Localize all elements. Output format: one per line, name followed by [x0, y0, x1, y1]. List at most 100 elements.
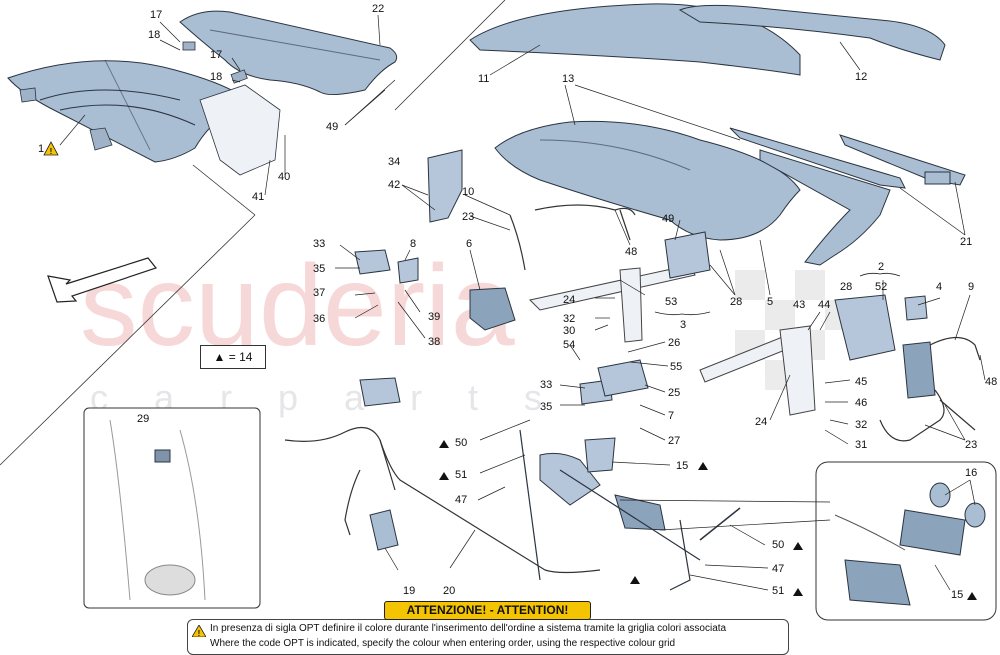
callout-51: 51 [455, 469, 467, 481]
callout-38: 38 [428, 336, 440, 348]
callout-29: 29 [137, 413, 149, 425]
legend-triangle-icon: ▲ [213, 350, 226, 364]
inset-seatbelt-detail [83, 407, 261, 609]
part-rear-panel [678, 4, 946, 61]
callout-52: 52 [875, 281, 887, 293]
callout-6: 6 [466, 238, 472, 250]
svg-text:!: ! [50, 147, 53, 156]
callout-47: 47 [455, 494, 467, 506]
part-bracket-28 [664, 231, 928, 361]
callout-16: 16 [965, 467, 977, 479]
callout-2: 2 [878, 261, 884, 273]
group-brackets [654, 272, 901, 316]
warning-text-italian: In presenza di sigla OPT definire il col… [210, 623, 727, 634]
callout-15: 15 [676, 460, 688, 472]
callout-28: 28 [730, 296, 742, 308]
callout-23: 23 [462, 211, 474, 223]
part-headliner [494, 120, 801, 241]
callout-5: 5 [767, 296, 773, 308]
part-hinge-brackets [19, 41, 281, 176]
callout-42: 42 [388, 179, 400, 191]
callout-labels: 1 17 18 17 18 22 49 40 41 11 12 13 21 34… [38, 3, 997, 601]
triangle-markers [439, 440, 977, 600]
callout-48: 48 [985, 376, 997, 388]
part-cables [284, 204, 981, 574]
callout-18: 18 [148, 29, 160, 41]
callout-27: 27 [668, 435, 680, 447]
callout-7: 7 [668, 410, 674, 422]
part-9-control [902, 341, 936, 399]
callout-12: 12 [855, 71, 867, 83]
callout-49: 49 [662, 213, 674, 225]
callout-45: 45 [855, 376, 867, 388]
callout-55: 55 [670, 361, 682, 373]
callout-24: 24 [755, 416, 767, 428]
callout-41: 41 [252, 191, 264, 203]
leader-lines [59, 14, 986, 591]
overview-frame [0, 0, 506, 466]
callout-43: 43 [793, 299, 805, 311]
callout-40: 40 [278, 171, 290, 183]
warning-text-english: Where the code OPT is indicated, specify… [210, 638, 676, 649]
inset-hydraulic-detail [815, 461, 997, 621]
callout-48: 48 [625, 246, 637, 258]
callout-44: 44 [818, 299, 830, 311]
callout-39: 39 [428, 311, 440, 323]
callout-35: 35 [313, 263, 325, 275]
callout-10: 10 [462, 186, 474, 198]
callout-3: 3 [680, 319, 686, 331]
warning-triangle-icon: ! [43, 141, 59, 156]
callout-15: 15 [951, 589, 963, 601]
callout-50: 50 [772, 539, 784, 551]
callout-18: 18 [210, 71, 222, 83]
svg-text:!: ! [198, 629, 201, 637]
callout-34: 34 [388, 156, 400, 168]
part-bracket-34 [427, 149, 463, 223]
part-control-unit-19 [369, 509, 399, 551]
part-seal-strips [729, 127, 966, 266]
callout-8: 8 [410, 238, 416, 250]
callout-22: 22 [372, 3, 384, 15]
warning-panel: ! In presenza di sigla OPT definire il c… [187, 601, 789, 655]
callout-13: 13 [562, 73, 574, 85]
callout-54: 54 [563, 339, 575, 351]
part-hydraulic-assembly [519, 429, 741, 591]
warning-body: ! In presenza di sigla OPT definire il c… [187, 619, 789, 655]
callout-28: 28 [840, 281, 852, 293]
callout-20: 20 [443, 585, 455, 597]
callout-50: 50 [455, 437, 467, 449]
warning-icon: ! [192, 625, 206, 637]
callout-4: 4 [936, 281, 942, 293]
callout-36: 36 [313, 313, 325, 325]
callout-21: 21 [960, 236, 972, 248]
callout-19: 19 [403, 585, 415, 597]
callout-9: 9 [968, 281, 974, 293]
part-hinge-25 [597, 359, 649, 397]
callout-53: 53 [665, 296, 677, 308]
part-linkage-arms [528, 264, 816, 416]
callout-11: 11 [478, 73, 489, 85]
part-motor-6 [469, 287, 516, 331]
legend-box: ▲ = 14 [200, 345, 266, 369]
callout-33: 33 [313, 238, 325, 250]
callout-17: 17 [150, 9, 162, 21]
part-rear-cover [179, 10, 398, 96]
callout-32: 32 [855, 419, 867, 431]
callout-33: 33 [540, 379, 552, 391]
callout-26: 26 [668, 337, 680, 349]
callout-32: 32 [563, 313, 575, 325]
callout-31: 31 [855, 439, 867, 451]
callout-1: 1 [38, 143, 44, 155]
callout-47: 47 [772, 563, 784, 575]
callout-37: 37 [313, 287, 325, 299]
callout-24: 24 [563, 294, 575, 306]
callout-35: 35 [540, 401, 552, 413]
callout-23: 23 [965, 439, 977, 451]
warning-title: ATTENZIONE! - ATTENTION! [384, 601, 591, 620]
callout-51: 51 [772, 585, 784, 597]
callout-46: 46 [855, 397, 867, 409]
direction-arrow-icon [47, 257, 158, 303]
callout-30: 30 [563, 325, 575, 337]
callout-49: 49 [326, 121, 338, 133]
